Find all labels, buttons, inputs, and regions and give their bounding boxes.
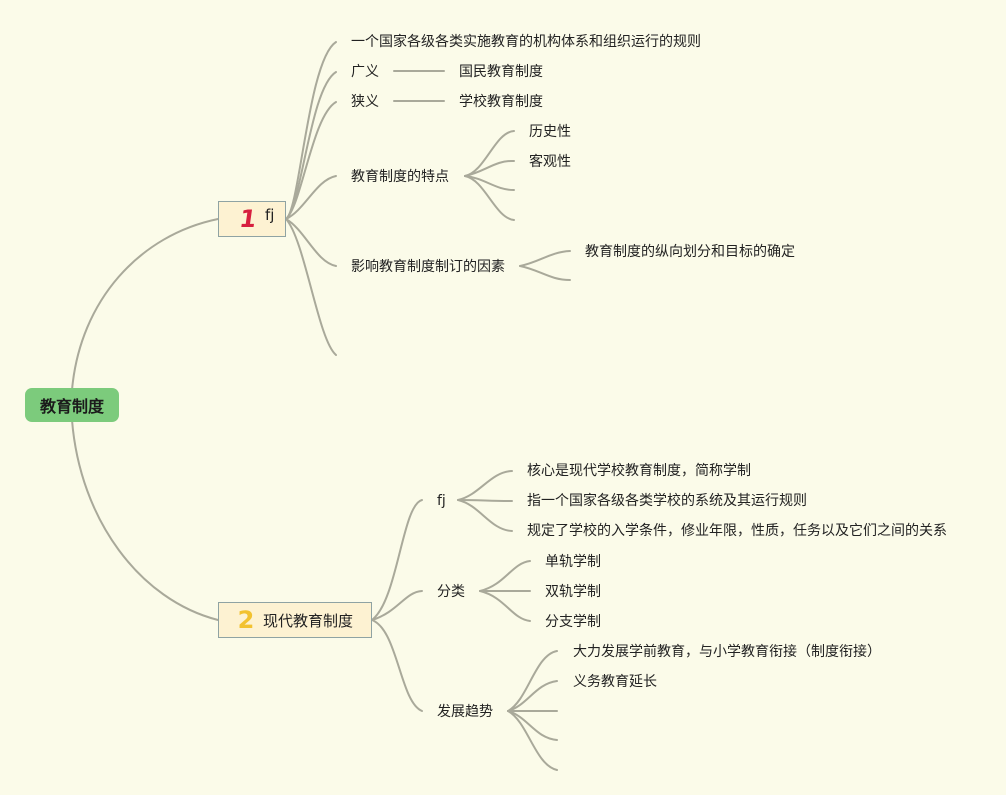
topic-trends[interactable]: 发展趋势 <box>437 704 493 720</box>
branch-number-2: 2 <box>237 606 255 634</box>
subtopic-objective[interactable]: 客观性 <box>529 154 571 170</box>
topic-narrow-sense-value[interactable]: 学校教育制度 <box>459 94 543 110</box>
root-node[interactable]: 教育制度 <box>25 388 119 422</box>
branch-node-2[interactable]: 2 现代教育制度 <box>218 602 372 638</box>
topic-classification[interactable]: 分类 <box>437 584 465 600</box>
subtopic-regulates[interactable]: 规定了学校的入学条件，修业年限，性质，任务以及它们之间的关系 <box>527 523 947 539</box>
subtopic-compulsory-extension[interactable]: 义务教育延长 <box>573 674 657 690</box>
topic-fj[interactable]: fj <box>437 493 446 509</box>
branch-node-1[interactable]: 1 fj <box>218 201 286 237</box>
subtopic-refers-to[interactable]: 指一个国家各级各类学校的系统及其运行规则 <box>527 493 807 509</box>
topic-broad-sense[interactable]: 广义 <box>351 64 379 80</box>
branch-label-1: fj <box>265 206 275 224</box>
branch-number-1: 1 <box>237 205 259 233</box>
subtopic-historical[interactable]: 历史性 <box>529 124 571 140</box>
topic-narrow-sense[interactable]: 狭义 <box>351 94 379 110</box>
subtopic-vertical-division[interactable]: 教育制度的纵向划分和目标的确定 <box>585 244 795 260</box>
topic-broad-sense-value[interactable]: 国民教育制度 <box>459 64 543 80</box>
branch-label-2: 现代教育制度 <box>263 611 354 630</box>
topic-definition[interactable]: 一个国家各级各类实施教育的机构体系和组织运行的规则 <box>351 34 701 50</box>
subtopic-core[interactable]: 核心是现代学校教育制度，简称学制 <box>527 463 751 479</box>
topic-characteristics[interactable]: 教育制度的特点 <box>351 169 449 185</box>
subtopic-single-track[interactable]: 单轨学制 <box>545 554 601 570</box>
topic-influencing-factors[interactable]: 影响教育制度制订的因素 <box>351 259 505 275</box>
subtopic-dual-track[interactable]: 双轨学制 <box>545 584 601 600</box>
subtopic-branch-track[interactable]: 分支学制 <box>545 614 601 630</box>
subtopic-preschool[interactable]: 大力发展学前教育，与小学教育衔接（制度衔接） <box>573 644 881 660</box>
